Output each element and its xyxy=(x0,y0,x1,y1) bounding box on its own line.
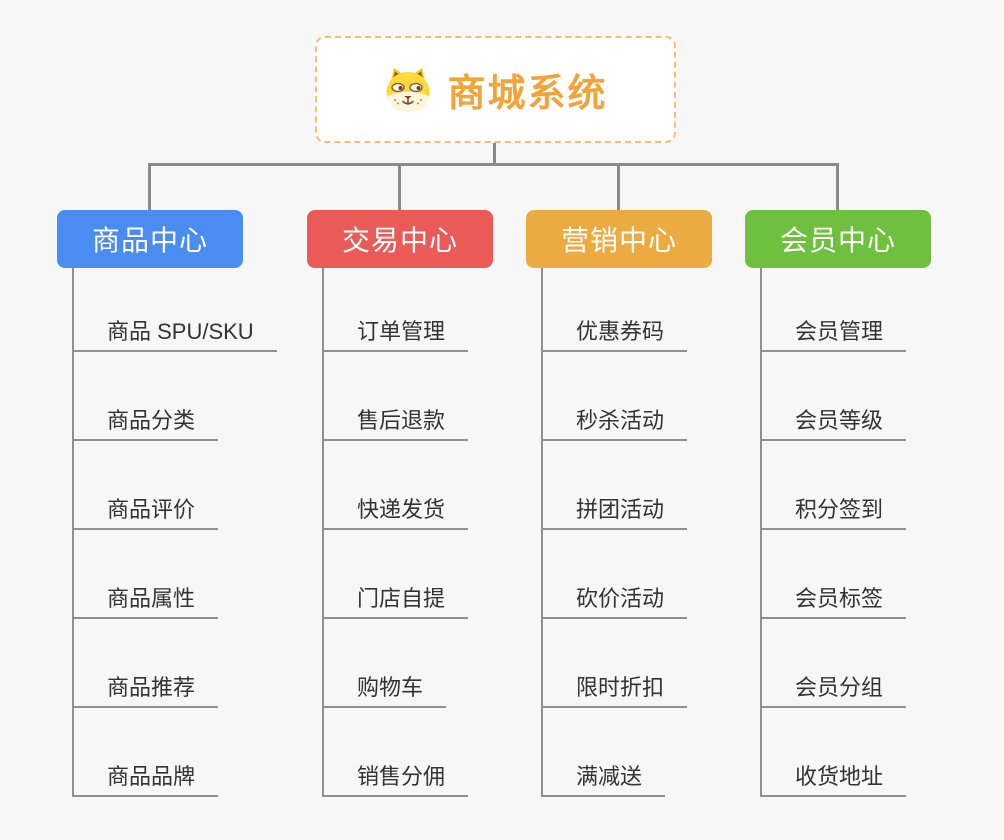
subtopic-label: 快递发货 xyxy=(324,497,469,530)
subtopic-label: 商品评价 xyxy=(74,497,219,530)
connector-bus-line xyxy=(148,163,839,166)
subtopic-node[interactable]: 订单管理 xyxy=(324,268,469,352)
branch-column-1: 商品 SPU/SKU 商品分类商品评价商品属性商品推荐商品品牌 xyxy=(72,268,277,797)
subtopic-node[interactable]: 优惠券码 xyxy=(543,268,688,352)
branch-column-3: 优惠券码秒杀活动拼团活动砍价活动限时折扣满减送 xyxy=(541,268,688,797)
branch-node-2[interactable]: 交易中心 xyxy=(307,210,493,268)
subtopic-node[interactable]: 拼团活动 xyxy=(543,441,688,530)
subtopic-node[interactable]: 售后退款 xyxy=(324,352,469,441)
subtopic-label: 商品属性 xyxy=(74,586,219,619)
subtopic-node[interactable]: 会员分组 xyxy=(762,619,907,708)
subtopic-node[interactable]: 积分签到 xyxy=(762,441,907,530)
subtopic-node[interactable]: 会员等级 xyxy=(762,352,907,441)
subtopic-node[interactable]: 限时折扣 xyxy=(543,619,688,708)
subtopic-label: 购物车 xyxy=(324,675,447,708)
subtopic-label: 砍价活动 xyxy=(543,586,688,619)
subtopic-label: 会员标签 xyxy=(762,586,907,619)
subtopic-node[interactable]: 销售分佣 xyxy=(324,708,469,797)
subtopic-label: 商品推荐 xyxy=(74,675,219,708)
connector-drop-1 xyxy=(148,164,151,210)
subtopic-label: 商品品牌 xyxy=(74,764,219,797)
subtopic-label: 订单管理 xyxy=(324,319,469,352)
subtopic-node[interactable]: 商品评价 xyxy=(74,441,277,530)
subtopic-label: 会员管理 xyxy=(762,319,907,352)
subtopic-label: 商品 SPU/SKU xyxy=(74,319,277,352)
subtopic-node[interactable]: 会员管理 xyxy=(762,268,907,352)
subtopic-node[interactable]: 商品品牌 xyxy=(74,708,277,797)
subtopic-node[interactable]: 商品 SPU/SKU xyxy=(74,268,277,352)
branch-column-4: 会员管理会员等级积分签到会员标签会员分组收货地址 xyxy=(760,268,907,797)
subtopic-node[interactable]: 门店自提 xyxy=(324,530,469,619)
subtopic-label: 商品分类 xyxy=(74,408,219,441)
subtopic-node[interactable]: 快递发货 xyxy=(324,441,469,530)
subtopic-label: 收货地址 xyxy=(762,764,907,797)
dog-face-icon xyxy=(386,67,430,112)
root-node-mall-system[interactable]: 商城系统 xyxy=(315,36,676,143)
subtopic-label: 满减送 xyxy=(543,764,666,797)
connector-drop-3 xyxy=(617,164,620,210)
subtopic-node[interactable]: 收货地址 xyxy=(762,708,907,797)
subtopic-label: 门店自提 xyxy=(324,586,469,619)
subtopic-label: 限时折扣 xyxy=(543,675,688,708)
branch-node-3[interactable]: 营销中心 xyxy=(526,210,712,268)
subtopic-label: 积分签到 xyxy=(762,497,907,530)
root-node-title: 商城系统 xyxy=(447,73,608,115)
subtopic-node[interactable]: 满减送 xyxy=(543,708,687,797)
subtopic-node[interactable]: 商品推荐 xyxy=(74,619,277,708)
subtopic-label: 秒杀活动 xyxy=(543,408,688,441)
branch-node-4[interactable]: 会员中心 xyxy=(745,210,931,268)
subtopic-node[interactable]: 购物车 xyxy=(324,619,468,708)
subtopic-label: 售后退款 xyxy=(324,408,469,441)
branch-node-1[interactable]: 商品中心 xyxy=(57,210,243,268)
subtopic-node[interactable]: 商品属性 xyxy=(74,530,277,619)
connector-root-stub xyxy=(493,142,496,165)
connector-drop-2 xyxy=(398,164,401,210)
subtopic-node[interactable]: 会员标签 xyxy=(762,530,907,619)
connector-drop-4 xyxy=(836,164,839,210)
subtopic-label: 拼团活动 xyxy=(543,497,688,530)
subtopic-node[interactable]: 砍价活动 xyxy=(543,530,688,619)
subtopic-label: 销售分佣 xyxy=(324,764,469,797)
subtopic-label: 会员分组 xyxy=(762,675,907,708)
subtopic-node[interactable]: 秒杀活动 xyxy=(543,352,688,441)
subtopic-label: 会员等级 xyxy=(762,408,907,441)
subtopic-label: 优惠券码 xyxy=(543,319,688,352)
subtopic-node[interactable]: 商品分类 xyxy=(74,352,277,441)
branch-column-2: 订单管理售后退款快递发货门店自提购物车销售分佣 xyxy=(322,268,469,797)
